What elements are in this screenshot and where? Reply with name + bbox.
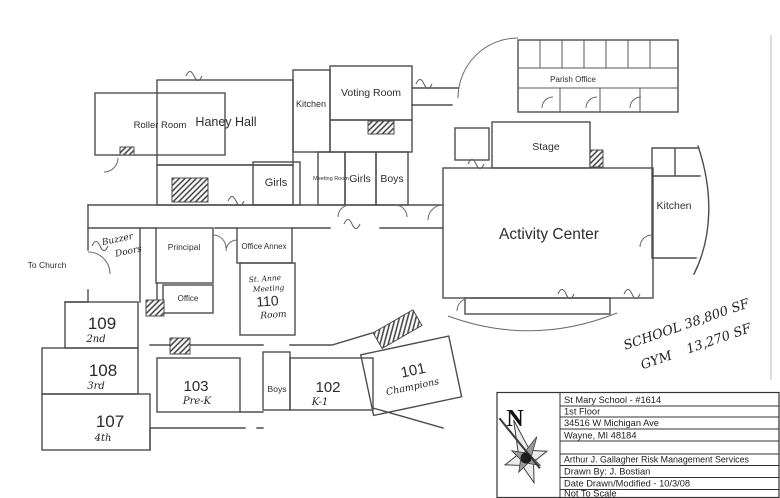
room-110-hand-line1: St. Anne bbox=[248, 273, 282, 284]
room-108-number: 108 bbox=[89, 361, 117, 380]
ramp-hatch-101 bbox=[372, 309, 423, 350]
compass-star bbox=[498, 417, 549, 485]
gym-area-label: GYM bbox=[639, 348, 675, 373]
walls-northwest-wing bbox=[94, 65, 413, 206]
title-row-scale: Not To Scale bbox=[564, 489, 617, 498]
ramp-101-group bbox=[372, 309, 423, 350]
room-numbers: 109 2nd 108 3rd 107 4th 103 Pre-K 102 K-… bbox=[85, 273, 440, 444]
office-label: Office bbox=[178, 294, 199, 303]
room-102-outline bbox=[289, 357, 374, 411]
activity-vestibule-outline bbox=[464, 297, 611, 315]
room-boys-south-outline bbox=[262, 351, 291, 411]
girls-center-label: Girls bbox=[349, 173, 371, 185]
compass-rose: N bbox=[498, 406, 549, 485]
stairs-hatch-stage bbox=[589, 149, 604, 168]
room-101-outline bbox=[359, 335, 463, 417]
room-110-labels: St. Anne Meeting 110 Room bbox=[248, 273, 286, 322]
boys-south-label: Boys bbox=[268, 384, 287, 394]
room-kitchen-west-outline bbox=[292, 69, 331, 153]
room-102-grade: K-1 bbox=[311, 397, 328, 408]
title-row-school: St Mary School - #1614 bbox=[564, 395, 661, 405]
room-101-group bbox=[359, 335, 463, 417]
to-church-label: To Church bbox=[28, 260, 67, 270]
stairs-hatch-office-b bbox=[169, 337, 191, 355]
kitchen-east-label: Kitchen bbox=[656, 200, 691, 212]
haney-hall-label: Haney Hall bbox=[195, 115, 256, 129]
room-107-outline bbox=[41, 393, 151, 451]
kitchen-west-label: Kitchen bbox=[296, 99, 326, 109]
girls-west-label: Girls bbox=[265, 177, 288, 189]
room-110-number: 110 bbox=[256, 292, 280, 310]
title-row-date: Date Drawn/Modified - 10/3/08 bbox=[564, 479, 690, 489]
stage-label: Stage bbox=[532, 141, 560, 153]
stairs-hatch-roller bbox=[119, 146, 135, 156]
stairs-hatch-voting bbox=[367, 120, 395, 135]
stairs-hatch-west bbox=[171, 177, 209, 203]
title-row-address: 34516 W Michigan Ave bbox=[564, 418, 659, 428]
activity-center-label: Activity Center bbox=[499, 226, 599, 243]
stage-side-room-outline bbox=[454, 127, 490, 161]
boys-center-label: Boys bbox=[380, 173, 403, 185]
room-107-grade: 4th bbox=[94, 433, 112, 444]
room-103-grade: Pre-K bbox=[182, 396, 212, 407]
wall-break-marks bbox=[91, 71, 641, 299]
room-principal-outline bbox=[155, 227, 214, 284]
title-block: St Mary School - #1614 1st Floor 34516 W… bbox=[496, 391, 780, 498]
area-note-group: SCHOOL 38,800 SF GYM 13,270 SF bbox=[622, 296, 754, 373]
title-row-drawnby: Drawn By: J. Bostian bbox=[564, 467, 650, 477]
stairs-hatch-office-a bbox=[145, 299, 165, 317]
walls-corridors bbox=[64, 204, 444, 451]
buzzer-note-line2: Doors bbox=[113, 244, 143, 260]
room-110-outline bbox=[239, 262, 296, 336]
room-103-number: 103 bbox=[183, 378, 208, 395]
title-row-floor: 1st Floor bbox=[564, 407, 600, 417]
roller-room-label: Roller Room bbox=[134, 120, 187, 131]
title-row-company: Arthur J. Gallagher Risk Management Serv… bbox=[564, 455, 750, 465]
room-102-number: 102 bbox=[315, 379, 340, 396]
room-107-number: 107 bbox=[96, 412, 124, 431]
room-103-outline bbox=[156, 357, 241, 413]
room-office-outline bbox=[162, 284, 214, 314]
walls-east-block bbox=[411, 37, 710, 332]
parish-office-band-outline bbox=[517, 39, 679, 113]
principal-label: Principal bbox=[168, 242, 201, 252]
title-block-row-lines bbox=[560, 405, 779, 490]
room-101-labels: 101 Champions bbox=[385, 360, 440, 398]
room-110-hand-line2: Meeting bbox=[251, 283, 284, 294]
compass-north-label: N bbox=[506, 406, 524, 432]
room-101-number: 101 bbox=[399, 360, 427, 382]
handwritten-annotations: Buzzer Doors SCHOOL 38,800 SF GYM 13,270… bbox=[100, 232, 754, 373]
room-109-grade: 2nd bbox=[85, 334, 105, 345]
voting-room-label: Voting Room bbox=[341, 87, 401, 99]
room-labels: Roller Room Haney Hall Kitchen Voting Ro… bbox=[28, 75, 692, 394]
title-row-city: Wayne, MI 48184 bbox=[564, 431, 637, 441]
walls-southwest-rooms bbox=[41, 227, 463, 451]
parish-office-label: Parish Office bbox=[550, 75, 596, 84]
room-roller-room-outline bbox=[94, 92, 226, 156]
meeting-room-small-label: Meeting Room bbox=[313, 176, 349, 182]
room-110-hand-line3: Room bbox=[259, 310, 287, 322]
title-block-border bbox=[496, 391, 780, 498]
office-annex-label: Office Annex bbox=[241, 242, 286, 251]
room-108-grade: 3rd bbox=[87, 381, 105, 392]
door-swing-arcs bbox=[87, 96, 653, 312]
room-109-number: 109 bbox=[88, 314, 116, 333]
